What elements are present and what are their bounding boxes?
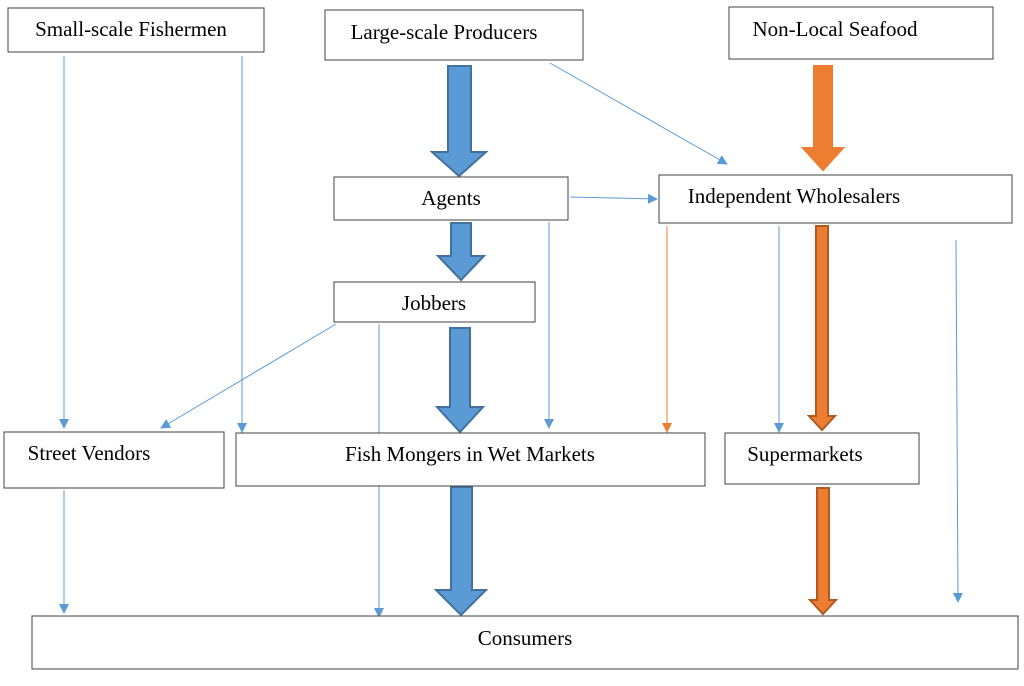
node-street-vendors: Street Vendors	[3, 431, 225, 489]
arrow-producers-to-wholesalers	[549, 62, 728, 165]
node-jobbers: Jobbers	[333, 281, 536, 323]
node-non-local-seafood: Non-Local Seafood	[728, 6, 994, 60]
node-label: Fish Mongers in Wet Markets	[345, 442, 595, 466]
arrow-wholesalers-to-consumers	[952, 239, 963, 603]
block-arrow-jobbers-to-fish-mongers	[434, 327, 486, 434]
block-arrow-fish-mongers-to-consumers	[433, 486, 489, 617]
node-label: Street Vendors	[28, 441, 151, 465]
node-label: Jobbers	[402, 291, 466, 315]
node-label: Agents	[421, 186, 481, 210]
node-agents: Agents	[333, 176, 569, 221]
block-arrow-producers-to-agents	[429, 65, 489, 178]
node-small-scale-fishermen: Small-scale Fishermen	[7, 7, 265, 53]
node-large-scale-producers: Large-scale Producers	[324, 9, 584, 61]
thin-arrows	[59, 56, 963, 618]
node-label: Large-scale Producers	[351, 20, 538, 44]
node-independent-wholesalers: Independent Wholesalers	[658, 174, 1013, 224]
node-supermarkets: Supermarkets	[724, 432, 920, 485]
block-arrows	[429, 65, 846, 617]
block-arrow-supermarkets-to-consumers	[807, 487, 839, 616]
block-arrow-wholesalers-to-supermarkets	[806, 225, 838, 432]
node-label: Supermarkets	[747, 442, 862, 466]
node-fish-mongers: Fish Mongers in Wet Markets	[235, 432, 706, 487]
node-label: Independent Wholesalers	[688, 184, 900, 208]
block-arrow-agents-to-jobbers	[435, 222, 487, 282]
block-arrow-non-local-to-wholesalers	[800, 65, 846, 172]
arrow-jobbers-to-street-vendors	[160, 323, 337, 429]
node-label: Non-Local Seafood	[752, 17, 918, 41]
node-consumers: Consumers	[31, 615, 1019, 670]
arrow-agents-to-wholesalers	[569, 193, 658, 204]
node-label: Consumers	[478, 626, 573, 650]
node-label: Small-scale Fishermen	[35, 17, 227, 41]
